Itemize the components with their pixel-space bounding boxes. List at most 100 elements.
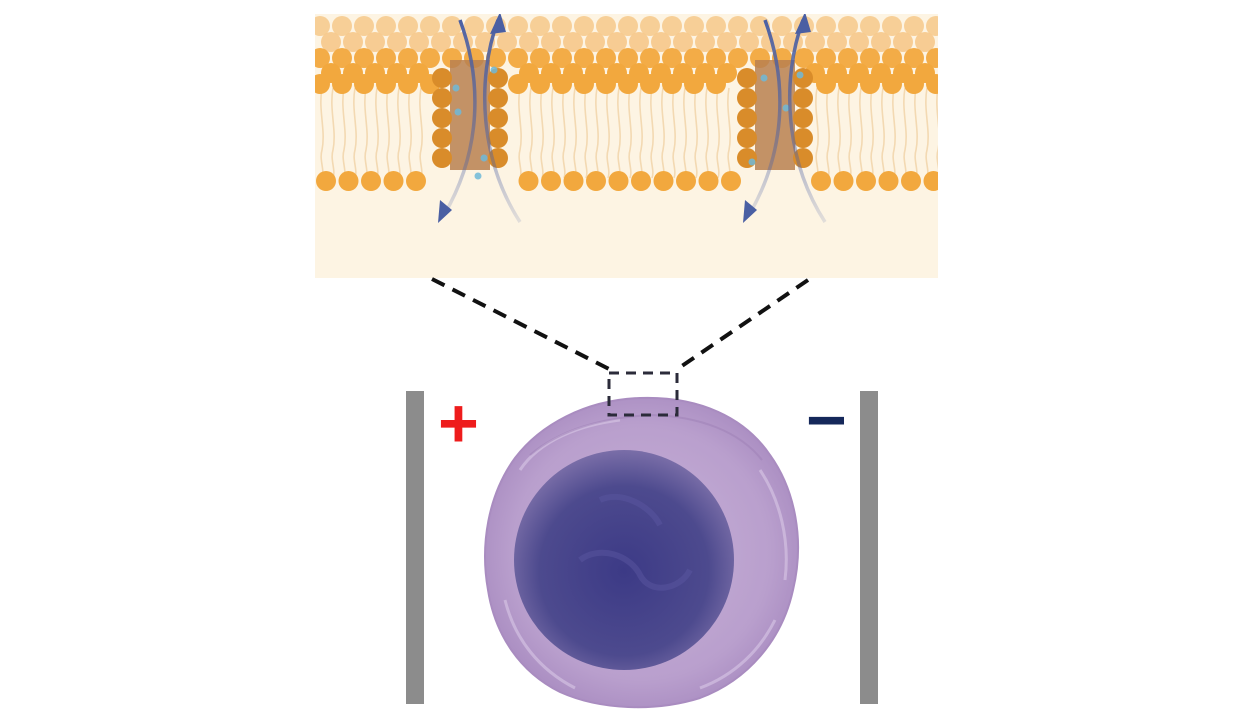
lipid-head: [497, 32, 517, 52]
lipid-head: [315, 74, 330, 94]
ion-flow-arrow-out: [787, 19, 827, 223]
arrowhead-up: [490, 14, 506, 34]
arrowhead-down: [743, 200, 757, 223]
pore-lining-head: [432, 128, 452, 148]
lipid-head: [684, 74, 704, 94]
lipid-head: [673, 32, 693, 52]
lipid-tail: [848, 87, 852, 179]
lipid-head: [640, 48, 660, 68]
lipid-head: [552, 74, 572, 94]
lipid-head: [574, 16, 594, 36]
lipid-tail: [716, 87, 720, 179]
ion: [782, 104, 790, 112]
lipid-head: [596, 16, 616, 36]
pore-lining-head: [793, 88, 813, 108]
lipid-head: [332, 74, 352, 94]
lipid-head: [420, 48, 440, 68]
lipid-head: [442, 16, 462, 36]
ion-flow-arrow-out: [482, 19, 522, 223]
lipid-tail: [364, 87, 368, 179]
lipid-tail: [892, 87, 896, 179]
lipid-head: [586, 171, 606, 191]
lipid-head: [772, 16, 792, 36]
lipid-head: [354, 16, 374, 36]
membrane-zoom-panel: [315, 14, 938, 278]
lipid-tail: [683, 87, 687, 179]
lipid-head: [464, 16, 484, 36]
pore-lining-head: [432, 68, 452, 88]
lipid-head: [653, 171, 674, 191]
pore-lining-head: [737, 88, 757, 108]
pore-lining-head: [793, 68, 813, 88]
ion: [474, 172, 482, 180]
lipid-head: [585, 32, 605, 52]
lipid-head: [706, 16, 726, 36]
lipid-head: [376, 16, 396, 36]
lipid-tail: [837, 87, 841, 179]
lipid-tails: [320, 87, 938, 179]
lipid-head: [728, 16, 748, 36]
lipid-head: [387, 32, 407, 52]
lipid-tail: [606, 87, 610, 179]
ion: [454, 108, 462, 116]
lipid-head: [431, 32, 451, 52]
lipid-head: [882, 16, 902, 36]
lipid-tail: [408, 87, 412, 179]
ion-flow-arrows: [438, 14, 827, 223]
lipid-head: [629, 32, 649, 52]
lipid-head: [508, 16, 528, 36]
lipid-head: [376, 74, 396, 94]
lipid-head: [827, 32, 847, 52]
zoom-line-left: [431, 277, 612, 372]
lipid-tail: [661, 87, 665, 179]
ion: [748, 158, 756, 166]
lipid-head: [816, 16, 836, 36]
lipid-head: [552, 48, 572, 68]
lipid-head: [343, 32, 363, 52]
lipid-head: [721, 171, 741, 191]
lipid-tail: [562, 87, 566, 179]
pore-lining-head: [488, 108, 508, 128]
lipid-head: [838, 74, 858, 94]
lipid-head: [739, 32, 759, 52]
lipid-tail: [881, 87, 885, 179]
lipid-head: [607, 32, 627, 52]
lipid-head: [926, 48, 938, 68]
lipid-head: [878, 171, 899, 191]
ion-flow-arrow-in: [442, 19, 477, 216]
lipid-head: [365, 32, 385, 52]
lipid-head: [640, 74, 660, 94]
lipid-tail: [353, 87, 357, 179]
pore-lining-head: [432, 148, 452, 168]
lipid-head: [618, 48, 638, 68]
lipid-tail: [826, 87, 830, 179]
lipid-head: [608, 171, 629, 191]
ion-flow-arrow-in: [747, 19, 782, 216]
lipid-head: [398, 16, 418, 36]
lipid-head: [618, 16, 638, 36]
lipid-head: [530, 48, 550, 68]
lipid-head: [662, 74, 682, 94]
lipid-head: [530, 74, 550, 94]
lipid-head: [676, 171, 696, 191]
pore-lining-head: [488, 128, 508, 148]
lipid-tail: [540, 87, 544, 179]
lipid-head: [860, 74, 880, 94]
ions: [452, 66, 804, 180]
lipid-tail: [727, 87, 731, 179]
lipid-head: [596, 74, 616, 94]
nucleus-texture: [578, 493, 693, 591]
lipid-head: [398, 74, 418, 94]
lipid-head: [816, 74, 836, 94]
arrowhead-up: [795, 14, 811, 34]
lipid-tail: [320, 87, 324, 179]
lipid-head: [574, 48, 594, 68]
lipid-tail: [375, 87, 379, 179]
lipid-head: [926, 74, 938, 94]
lipid-tail: [518, 87, 522, 179]
lipid-tail: [870, 87, 874, 179]
lipid-head: [518, 171, 539, 191]
lipid-head: [860, 48, 880, 68]
